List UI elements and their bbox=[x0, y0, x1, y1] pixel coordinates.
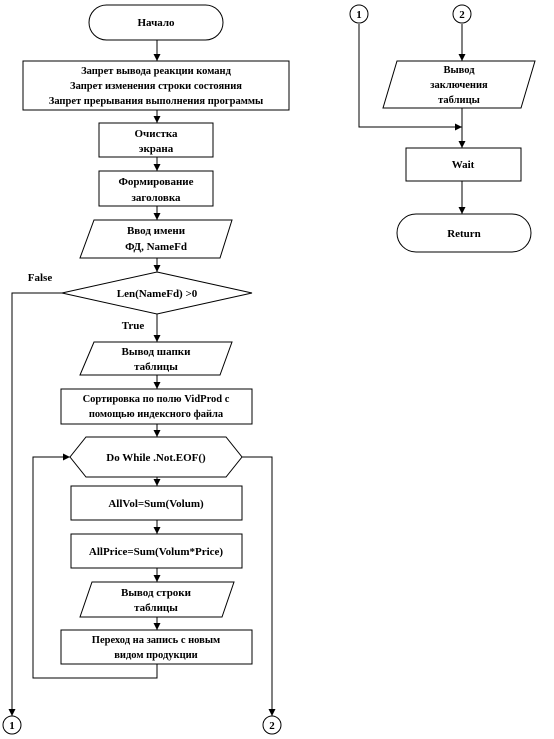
allprice-block bbox=[70, 533, 243, 569]
start-terminator bbox=[88, 4, 224, 41]
connector-2-bottom-label: 2 bbox=[269, 720, 275, 732]
return-label: Return bbox=[447, 228, 481, 240]
output-row-line-1: Вывод строки bbox=[121, 587, 192, 599]
clear-screen-line-2: экрана bbox=[139, 143, 174, 155]
sort-block bbox=[60, 388, 253, 425]
connector-2-top-label: 2 bbox=[459, 9, 465, 21]
make-header-block bbox=[98, 170, 214, 207]
connector-2-top bbox=[452, 4, 472, 24]
allprice-label: AllPrice=Sum(Volum*Price) bbox=[89, 546, 224, 558]
output-row-io bbox=[79, 581, 235, 618]
input-name-io bbox=[79, 219, 233, 259]
loop-exit-arrow bbox=[242, 456, 276, 716]
disable-line-2: Запрет изменения строки состояния bbox=[70, 81, 242, 92]
next-record-line-1: Переход на запись с новым bbox=[92, 635, 220, 646]
wait-label: Wait bbox=[452, 159, 475, 171]
output-row-line-2: таблицы bbox=[134, 602, 178, 614]
connector-1-top-label: 1 bbox=[356, 9, 362, 21]
loop-back-arrow bbox=[32, 453, 158, 679]
output-end-line-1: Вывод bbox=[443, 65, 475, 76]
disable-block bbox=[22, 60, 290, 111]
connector-1-bottom bbox=[2, 715, 22, 735]
output-table-end-io bbox=[382, 60, 536, 109]
return-terminator bbox=[396, 213, 532, 253]
wait-block bbox=[405, 147, 522, 182]
clear-screen-line-1: Очистка bbox=[134, 128, 178, 140]
allvol-block bbox=[70, 485, 243, 521]
disable-line-3: Запрет прерывания выполнения программы bbox=[49, 96, 263, 107]
disable-line-1: Запрет вывода реакции команд bbox=[81, 66, 232, 77]
allvol-label: AllVol=Sum(Volum) bbox=[108, 498, 204, 510]
false-branch-arrow bbox=[8, 292, 62, 716]
next-record-block bbox=[60, 629, 253, 665]
condition-decision bbox=[61, 271, 253, 315]
input-name-line-1: Ввод имени bbox=[127, 225, 186, 237]
output-end-line-2: заключения bbox=[430, 80, 488, 91]
flow-arrow bbox=[358, 24, 462, 131]
loop-label: Do While .Not.EOF() bbox=[106, 452, 206, 464]
next-record-line-2: видом продукции bbox=[114, 650, 197, 661]
make-header-line-1: Формирование bbox=[118, 176, 193, 188]
input-name-line-2: ФД, NameFd bbox=[125, 241, 187, 253]
loop-hexagon bbox=[69, 436, 243, 478]
output-end-line-3: таблицы bbox=[438, 95, 480, 106]
output-header-line-2: таблицы bbox=[134, 361, 178, 373]
true-label: True bbox=[122, 320, 145, 332]
output-header-line-1: Вывод шапки bbox=[122, 346, 192, 358]
false-label: False bbox=[28, 272, 53, 284]
sort-line-2: помощью индексного файла bbox=[89, 409, 224, 420]
condition-label: Len(NameFd) >0 bbox=[117, 288, 198, 300]
connector-1-top bbox=[349, 4, 369, 24]
output-table-header-io bbox=[79, 341, 233, 376]
connector-1-bottom-label: 1 bbox=[9, 720, 15, 732]
sort-line-1: Сортировка по полю VidProd с bbox=[83, 394, 230, 405]
connector-2-bottom bbox=[262, 715, 282, 735]
clear-screen-block bbox=[98, 122, 214, 158]
make-header-line-2: заголовка bbox=[131, 192, 181, 204]
start-label: Начало bbox=[137, 17, 175, 29]
